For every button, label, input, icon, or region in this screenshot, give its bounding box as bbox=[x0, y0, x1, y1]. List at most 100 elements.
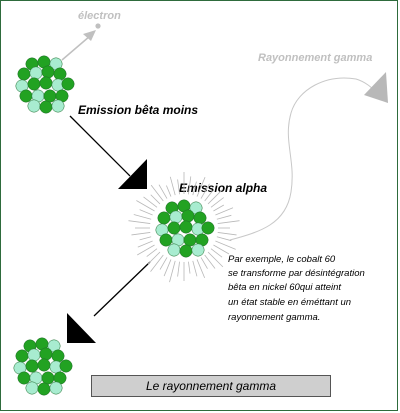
proton bbox=[51, 349, 65, 363]
radiation-ray bbox=[204, 254, 216, 269]
radiation-ray bbox=[169, 176, 176, 196]
neutron bbox=[167, 243, 181, 257]
radiation-ray bbox=[204, 190, 213, 202]
neutron bbox=[27, 99, 41, 113]
proton bbox=[43, 89, 57, 103]
proton bbox=[39, 100, 53, 114]
radiation-ray bbox=[177, 179, 180, 195]
note-line-2: se transforme par désintégration bbox=[228, 268, 365, 279]
radiation-ray bbox=[192, 260, 198, 277]
gamma-label: Rayonnement gamma bbox=[258, 52, 372, 64]
nucleus-parent bbox=[15, 55, 75, 114]
gamma-emission: Rayonnement gamma bbox=[229, 52, 388, 241]
beta-arrow: Emission bêta moins bbox=[69, 103, 198, 189]
radiation-ray bbox=[133, 214, 152, 220]
radiation-ray bbox=[192, 181, 197, 196]
radiation-ray bbox=[210, 248, 223, 258]
neutron bbox=[27, 348, 41, 362]
radiation-ray bbox=[139, 236, 152, 241]
radiation-ray bbox=[217, 220, 240, 224]
electron-emission: électron bbox=[61, 10, 121, 61]
radiation-ray bbox=[213, 244, 230, 255]
neutron bbox=[25, 381, 39, 395]
radiation-ray bbox=[131, 232, 151, 236]
radiation-ray bbox=[169, 260, 176, 283]
note-line-5: rayonnement gamma. bbox=[228, 312, 320, 323]
radiation-ray bbox=[210, 197, 224, 208]
beta-label: Emission bêta moins bbox=[78, 103, 198, 117]
proton bbox=[61, 77, 75, 91]
proton bbox=[17, 371, 31, 385]
neutron bbox=[51, 99, 65, 113]
radiation-ray bbox=[216, 214, 232, 220]
radiation-ray bbox=[166, 185, 172, 197]
nucleus-excited bbox=[155, 199, 215, 258]
proton bbox=[179, 244, 193, 258]
radiation-ray bbox=[215, 240, 236, 250]
radiation-ray bbox=[147, 251, 161, 265]
alpha-arrow-line bbox=[93, 261, 151, 317]
proton bbox=[167, 221, 181, 235]
radiation-ray bbox=[200, 257, 208, 269]
example-note: Par exemple, le cobalt 60 se transforme … bbox=[228, 254, 367, 323]
neutron bbox=[29, 66, 43, 80]
caption-text: Le rayonnement gamma bbox=[145, 379, 277, 393]
beta-arrow-line bbox=[69, 115, 131, 177]
radiation-ray bbox=[159, 257, 168, 270]
neutron bbox=[49, 381, 63, 395]
proton bbox=[53, 67, 67, 81]
radiation-ray bbox=[196, 177, 206, 197]
neutron bbox=[169, 210, 183, 224]
radiation-ray bbox=[163, 259, 172, 277]
radiation-ray bbox=[143, 196, 158, 208]
proton bbox=[37, 358, 51, 372]
proton bbox=[59, 359, 73, 373]
proton bbox=[159, 233, 173, 247]
radiation-ray bbox=[188, 176, 192, 195]
radiation-ray bbox=[139, 209, 153, 216]
neutron bbox=[191, 243, 205, 257]
electron-arrowhead bbox=[83, 30, 96, 41]
note-line-1: Par exemple, le cobalt 60 bbox=[228, 254, 336, 265]
radiation-ray bbox=[213, 204, 225, 212]
proton bbox=[179, 220, 193, 234]
radiation-ray bbox=[150, 254, 164, 272]
proton bbox=[19, 89, 33, 103]
radiation-ray bbox=[128, 220, 151, 224]
proton bbox=[39, 347, 53, 361]
electron-particle bbox=[95, 23, 101, 29]
radiation-ray bbox=[137, 240, 153, 248]
alpha-label: Emission alpha bbox=[179, 181, 267, 195]
gamma-wave bbox=[229, 77, 377, 241]
proton bbox=[181, 209, 195, 223]
alpha-arrow: Emission alpha bbox=[67, 181, 267, 343]
radiation-ray bbox=[158, 184, 168, 199]
alpha-arrowhead bbox=[67, 313, 96, 343]
radiation-ray bbox=[217, 232, 237, 236]
radiation-ray bbox=[200, 183, 210, 199]
note-line-4: un état stable en éméttant un bbox=[228, 297, 351, 308]
nucleus-final bbox=[13, 337, 73, 396]
proton bbox=[41, 65, 55, 79]
radiation-ray bbox=[188, 261, 191, 274]
radiation-ray bbox=[150, 184, 164, 202]
gamma-arrowhead bbox=[364, 72, 388, 103]
radiation-ray bbox=[196, 259, 206, 279]
caption-box: Le rayonnement gamma bbox=[91, 375, 331, 397]
electron-path bbox=[61, 35, 91, 61]
radiation-ray bbox=[177, 261, 180, 277]
radiation-ray bbox=[146, 248, 158, 257]
radiation-ray bbox=[150, 194, 161, 205]
radiation-ray bbox=[136, 200, 155, 212]
gamma-radiation-rays bbox=[128, 172, 240, 283]
radiation-ray bbox=[216, 236, 232, 242]
electron-label: électron bbox=[78, 10, 121, 22]
radiation-ray bbox=[215, 207, 234, 216]
proton bbox=[15, 349, 29, 363]
radiation-ray bbox=[207, 251, 224, 268]
beta-arrowhead bbox=[118, 159, 147, 189]
radiation-ray bbox=[137, 244, 155, 256]
radiation-ray bbox=[207, 189, 223, 205]
